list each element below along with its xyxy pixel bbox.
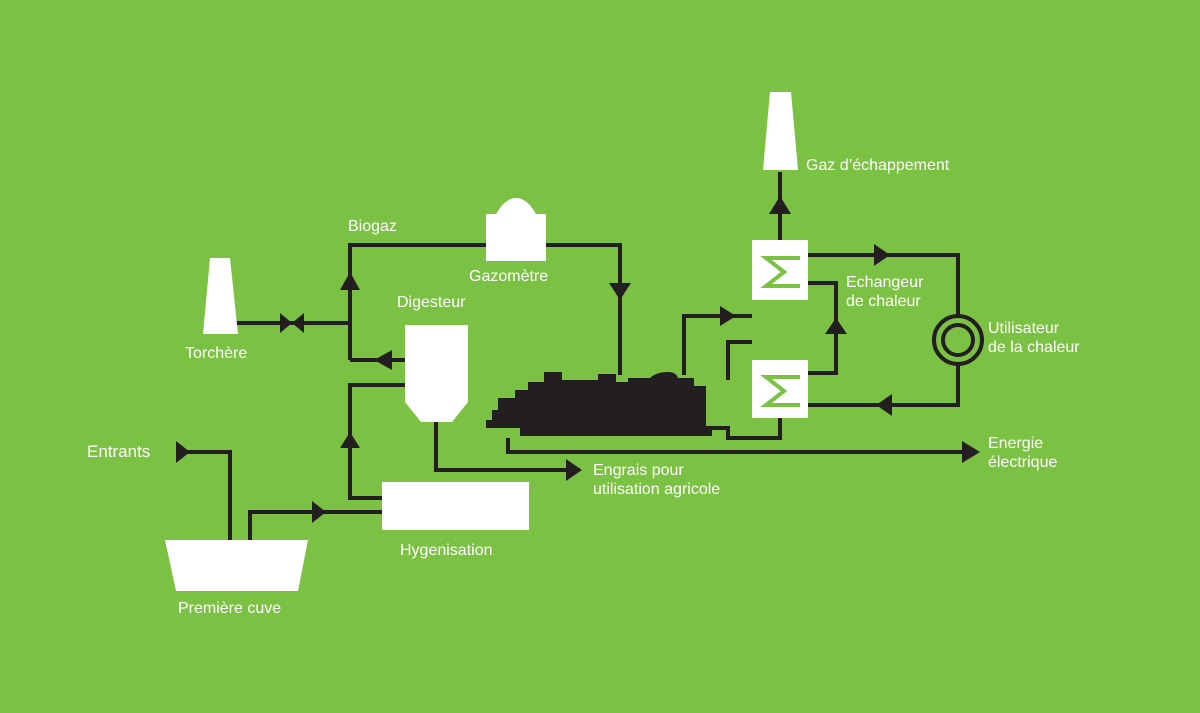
lower-heat-exchanger (752, 360, 808, 418)
label-gaz-echappement: Gaz d’échappement (806, 157, 950, 174)
arrow-icon (340, 272, 360, 290)
label-utilisateur-line2: de la chaleur (988, 339, 1080, 356)
arrow-icon (176, 441, 190, 463)
label-torchere: Torchère (185, 345, 248, 362)
torchere-icon (203, 258, 238, 334)
label-echangeur-line2: de chaleur (846, 293, 921, 310)
label-gazometre: Gazomètre (469, 268, 549, 285)
arrow-icon (825, 318, 847, 334)
digesteur-icon (405, 325, 468, 422)
hygenisation-icon (382, 482, 529, 530)
label-digesteur: Digesteur (397, 294, 466, 311)
upper-heat-exchanger (752, 240, 808, 300)
label-engrais-line1: Engrais pour (593, 462, 684, 479)
arrow-icon (312, 501, 326, 523)
generator-engine-detail (492, 410, 508, 420)
concentric-circle-icon (932, 314, 984, 366)
label-engrais-line2: utilisation agricole (593, 481, 721, 498)
pipe-entrants (180, 450, 232, 540)
arrow-icon (720, 306, 736, 326)
arrow-icon (374, 350, 392, 370)
arrow-icon (769, 196, 791, 214)
pipe-exhaust-to-exchanger (682, 314, 752, 375)
pipe-biogaz-riser (348, 243, 488, 360)
label-echangeur-line1: Echangeur (846, 274, 924, 291)
arrow-icon (876, 394, 892, 416)
arrow-icon (566, 459, 582, 481)
pipe-energie (506, 438, 970, 454)
pipe-lower-exchanger-to-upper (726, 340, 752, 380)
pipe-gazometre-out (544, 243, 622, 375)
label-entrants: Entrants (87, 442, 151, 461)
generator-engine-icon (486, 372, 712, 436)
pipe-right-return (808, 365, 960, 407)
premiere-cuve-icon (165, 540, 308, 591)
label-energie-line1: Energie (988, 435, 1044, 452)
pipe-engine-to-lower-exchanger (700, 418, 782, 440)
arrow-icon (874, 244, 890, 266)
gazometre-icon (486, 198, 546, 261)
label-biogaz: Biogaz (348, 218, 397, 235)
label-premiere-cuve: Première cuve (178, 600, 282, 617)
label-hygenisation: Hygenisation (400, 542, 493, 559)
pipe-hygenisation-to-digester (348, 383, 405, 500)
exhaust-chimney-icon (763, 92, 798, 170)
pipe-engrais (434, 422, 570, 472)
flow-arrows (176, 196, 980, 523)
valve-icon (292, 313, 304, 333)
pipe-upper-to-right (808, 253, 960, 315)
pipe-cuve-to-hygenisation (248, 510, 382, 540)
arrow-icon (962, 441, 980, 463)
arrow-icon (340, 432, 360, 448)
label-utilisateur-line1: Utilisateur (988, 320, 1060, 337)
arrow-icon (609, 283, 631, 300)
label-energie-line2: électrique (988, 454, 1058, 471)
valve-icon (280, 313, 292, 333)
